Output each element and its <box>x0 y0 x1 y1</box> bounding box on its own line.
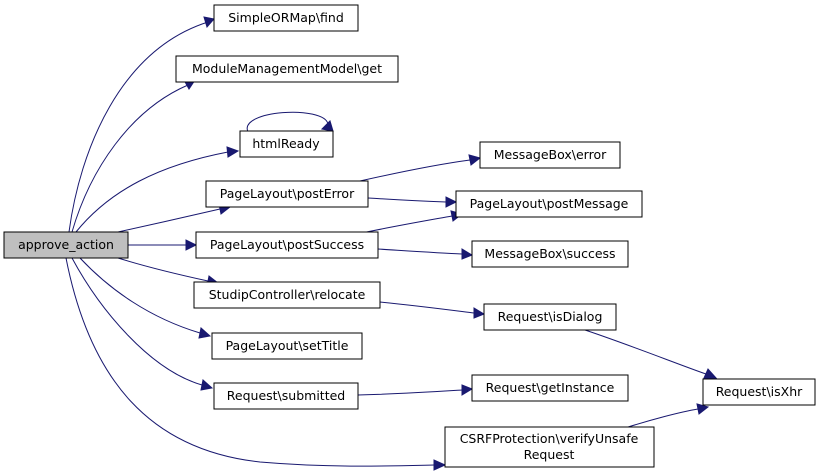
edge-postsuccess-to-postmessage <box>361 215 453 234</box>
edge-approve-to-verify <box>65 257 435 467</box>
node-request-getinstance[interactable]: Request\getInstance <box>471 374 629 402</box>
node-csrfprotection-verifyunsaferequest-label-line2: Request <box>524 447 575 462</box>
edge-isdialog-to-isxhr <box>584 329 707 375</box>
edge-approve-to-postsuccess-arrow <box>185 239 198 251</box>
edge-relocate-to-isdialog <box>379 301 475 314</box>
node-messagebox-success[interactable]: MessageBox\success <box>471 240 629 268</box>
edge-approve-to-find-arrow <box>203 16 215 29</box>
edge-approve-to-verify-arrow <box>433 459 447 471</box>
edge-submitted-to-getinstance-arrow <box>461 384 474 396</box>
node-modulemanagementmodel-get[interactable]: ModuleManagementModel\get <box>175 55 399 83</box>
node-pagelayout-settitle-label: PageLayout\setTitle <box>226 338 349 353</box>
edge-approve-to-htmlready-arrow <box>226 146 240 158</box>
edge-verify-to-isxhr <box>624 408 699 429</box>
edge-approve-to-find <box>68 21 209 233</box>
edge-posterror-to-postmessage <box>367 197 447 203</box>
node-simpleormap-find[interactable]: SimpleORMap\find <box>213 4 359 32</box>
edge-htmlready-self-arrow <box>320 120 334 132</box>
node-pagelayout-posterror-label: PageLayout\postError <box>220 186 355 201</box>
node-approve-action-label: approve_action <box>18 237 114 252</box>
node-request-submitted-label: Request\submitted <box>227 388 345 403</box>
edge-approve-to-submitted <box>71 257 203 386</box>
node-request-getinstance-label: Request\getInstance <box>486 380 615 395</box>
edge-isdialog-to-isxhr-arrow <box>703 368 718 379</box>
node-csrfprotection-verifyunsaferequest[interactable]: CSRFProtection\verifyUnsafe Request <box>444 426 655 468</box>
node-simpleormap-find-label: SimpleORMap\find <box>228 10 344 25</box>
node-pagelayout-postmessage-label: PageLayout\postMessage <box>470 196 629 211</box>
edge-approve-to-relocate <box>117 257 209 282</box>
edge-postsuccess-to-success <box>377 248 463 255</box>
node-pagelayout-posterror[interactable]: PageLayout\postError <box>205 180 369 208</box>
edge-posterror-to-postmessage-arrow <box>445 196 458 208</box>
edge-approve-to-submitted-arrow <box>200 379 214 391</box>
node-messagebox-error[interactable]: MessageBox\error <box>479 141 621 169</box>
node-pagelayout-postsuccess-label: PageLayout\postSuccess <box>210 237 364 252</box>
edge-htmlready-self <box>246 111 329 133</box>
node-studipcontroller-relocate-label: StudipController\relocate <box>209 287 366 302</box>
node-request-isxhr-label: Request\isXhr <box>716 384 803 399</box>
node-studipcontroller-relocate[interactable]: StudipController\relocate <box>193 281 381 309</box>
edge-approve-to-posterror <box>117 208 221 233</box>
edge-relocate-to-isdialog-arrow <box>473 307 486 319</box>
edge-posterror-to-error-arrow <box>468 154 482 166</box>
node-messagebox-success-label: MessageBox\success <box>484 246 615 261</box>
edge-approve-to-settitle <box>79 257 201 334</box>
node-pagelayout-postmessage[interactable]: PageLayout\postMessage <box>455 190 643 218</box>
node-request-isdialog-label: Request\isDialog <box>498 309 603 324</box>
edge-postsuccess-to-success-arrow <box>461 248 474 260</box>
node-csrfprotection-verifyunsaferequest-label-line1: CSRFProtection\verifyUnsafe <box>460 431 639 446</box>
node-htmlready-label: htmlReady <box>252 136 320 151</box>
node-pagelayout-postsuccess[interactable]: PageLayout\postSuccess <box>195 231 379 259</box>
edge-approve-to-htmlready <box>75 151 229 233</box>
edge-submitted-to-getinstance <box>357 389 463 396</box>
node-htmlready[interactable]: htmlReady <box>239 130 334 158</box>
node-pagelayout-settitle[interactable]: PageLayout\setTitle <box>211 332 363 360</box>
node-messagebox-error-label: MessageBox\error <box>494 147 607 162</box>
edge-posterror-to-error <box>359 159 471 182</box>
node-request-isxhr[interactable]: Request\isXhr <box>702 378 816 406</box>
edge-approve-to-get <box>71 84 189 233</box>
edge-approve-to-settitle-arrow <box>198 327 212 339</box>
node-request-isdialog[interactable]: Request\isDialog <box>483 303 617 331</box>
node-request-submitted[interactable]: Request\submitted <box>213 382 359 410</box>
node-approve-action[interactable]: approve_action <box>3 231 129 259</box>
node-modulemanagementmodel-get-label: ModuleManagementModel\get <box>192 61 382 76</box>
